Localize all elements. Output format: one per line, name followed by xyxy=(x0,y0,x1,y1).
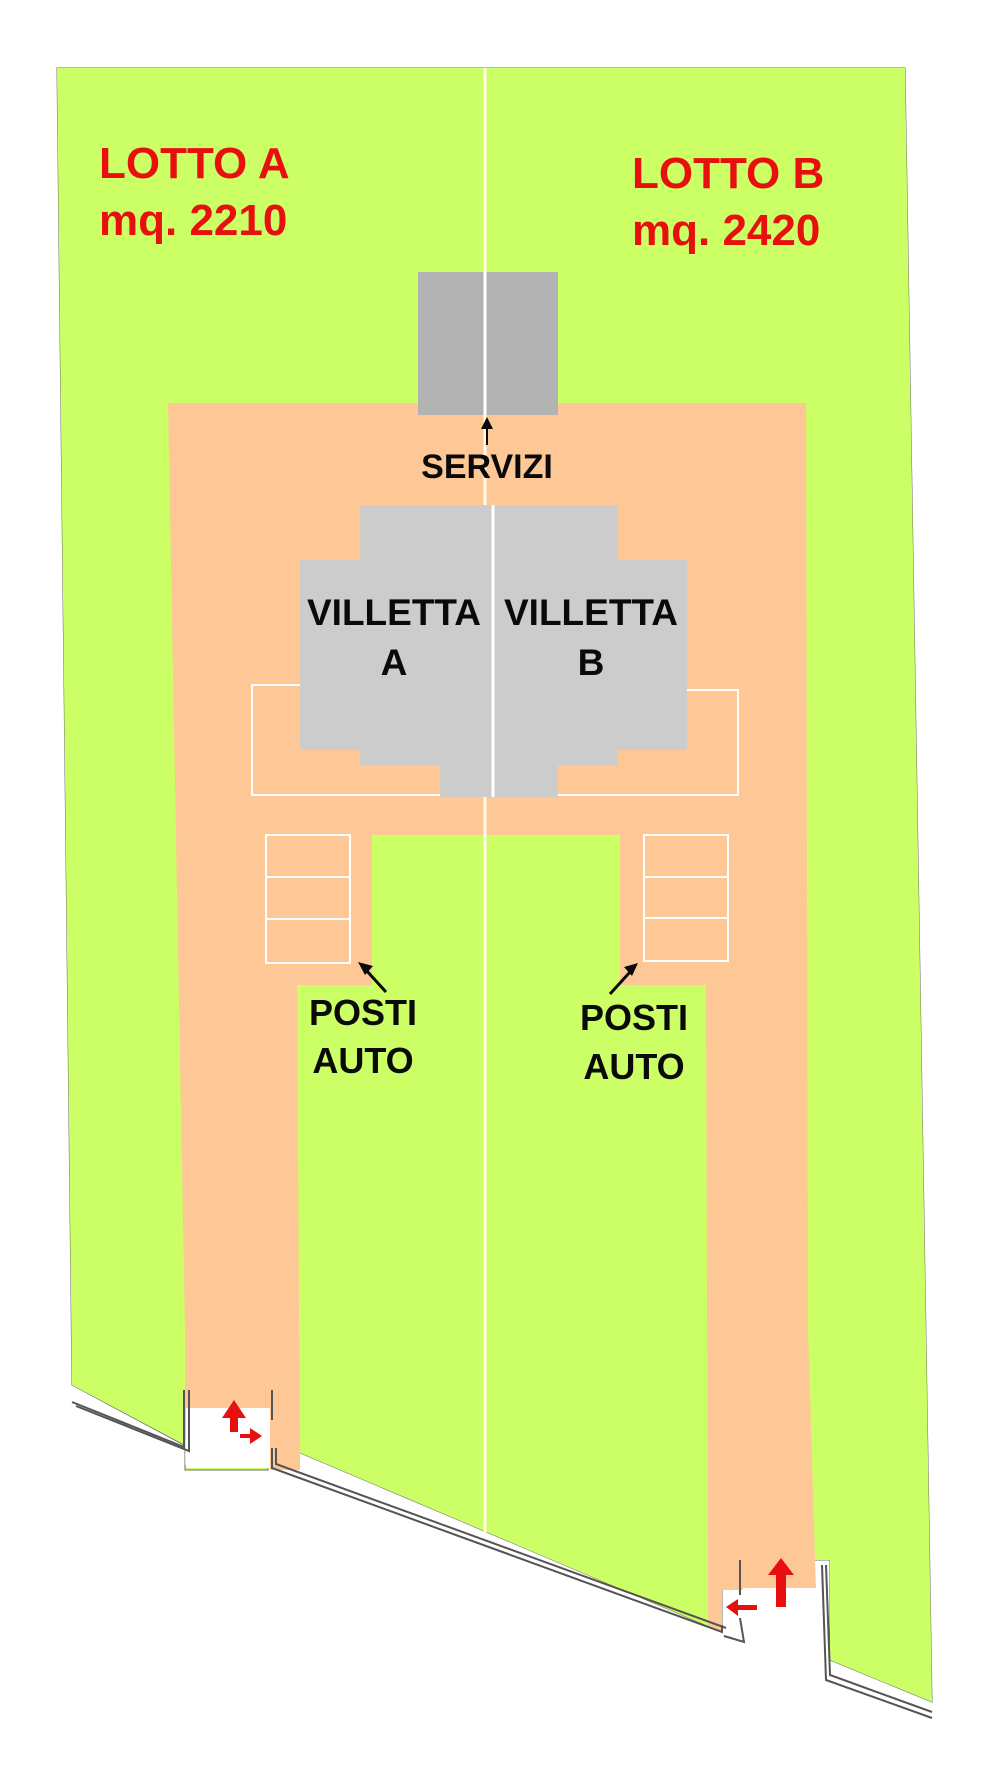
left-arrow-icon xyxy=(726,1599,757,1616)
services-arrowhead-icon xyxy=(481,417,493,429)
parking-arrowhead-b-icon xyxy=(624,963,638,976)
services-label: SERVIZI xyxy=(421,448,553,486)
villa-a-line2: A xyxy=(381,642,408,683)
villa-b-line2: B xyxy=(578,642,605,683)
up-arrow-icon xyxy=(222,1400,246,1432)
parking-spaces-a xyxy=(265,834,351,964)
right-arrow-icon xyxy=(240,1428,262,1444)
parking-arrowhead-a-icon xyxy=(358,962,373,975)
lot-b-title: LOTTO B xyxy=(632,149,824,198)
lot-b-area: mq. 2420 xyxy=(632,206,820,255)
left-access-arrows xyxy=(222,1400,262,1444)
lot-a-area: mq. 2210 xyxy=(99,196,287,245)
right-access-arrows xyxy=(726,1558,794,1616)
lot-a-title: LOTTO A xyxy=(99,139,290,188)
up-arrow-icon xyxy=(768,1558,794,1607)
parking-a-line2: AUTO xyxy=(312,1040,413,1081)
left-gate-paved xyxy=(186,1380,270,1408)
boundary-walls xyxy=(71,1390,933,1719)
parking-arrow-b-icon xyxy=(608,970,632,996)
parking-spaces-b xyxy=(643,834,729,962)
parking-b-line1: POSTI xyxy=(580,997,688,1038)
villa-a-line1: VILLETTA xyxy=(307,592,481,633)
parking-b-line2: AUTO xyxy=(583,1046,684,1087)
villa-b-line1: VILLETTA xyxy=(504,592,678,633)
parking-a-line1: POSTI xyxy=(309,992,417,1033)
services-building xyxy=(418,272,558,415)
parking-arrow-a-icon xyxy=(364,968,388,994)
